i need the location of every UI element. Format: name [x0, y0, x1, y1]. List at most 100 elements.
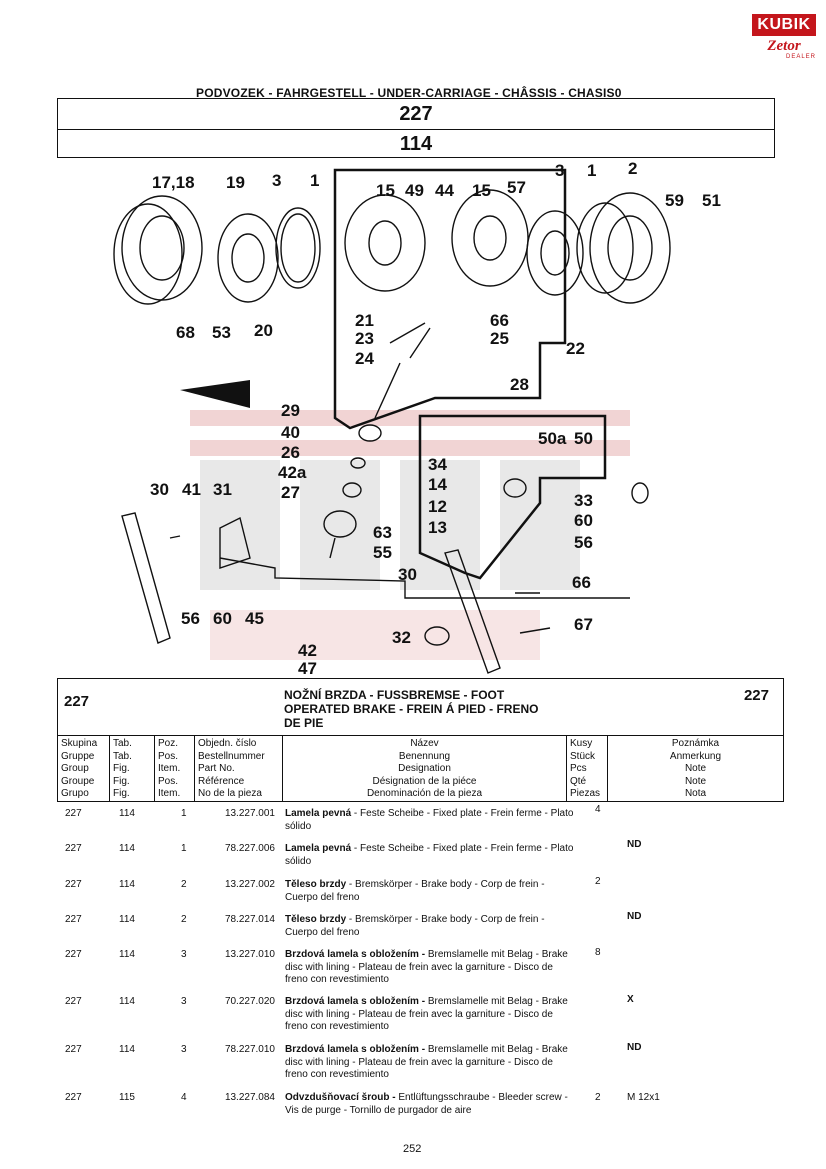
- svg-text:57: 57: [507, 178, 526, 197]
- svg-text:41: 41: [182, 480, 201, 499]
- svg-text:47: 47: [298, 659, 317, 678]
- svg-text:15: 15: [376, 181, 395, 200]
- brand-kubik: KUBIK: [752, 14, 816, 36]
- svg-text:53: 53: [212, 323, 231, 342]
- row-tab: 114: [119, 879, 135, 890]
- col-kusy-3: Qté: [570, 775, 587, 787]
- svg-text:56: 56: [574, 533, 593, 552]
- row-tab: 114: [119, 949, 135, 960]
- header-group-right: 227: [743, 687, 769, 704]
- col-kusy: Kusy Stück Pcs Qté Piezas: [567, 736, 608, 802]
- row-tab: 114: [119, 996, 135, 1007]
- svg-text:25: 25: [490, 329, 509, 348]
- header-group-left: 227: [64, 693, 90, 710]
- figure-number: 114: [399, 133, 433, 155]
- header-title-line1: NOŽNÍ BRZDA - FUSSBREMSE - FOOT: [284, 688, 505, 702]
- row-ref: 13.227.002: [224, 879, 275, 890]
- svg-text:67: 67: [574, 615, 593, 634]
- col-tab-4: Fig.: [113, 788, 130, 799]
- col-tab: Tab. Tab. Fig. Fig. Fig.: [110, 736, 155, 802]
- col-skupina-2: Group: [61, 763, 89, 774]
- col-poz: Poz. Pos. Item. Pos. Item.: [155, 736, 195, 802]
- row-desc: Těleso brzdy - Bremskörper - Brake body …: [285, 879, 575, 904]
- svg-text:22: 22: [566, 339, 585, 358]
- svg-text:1: 1: [310, 171, 319, 190]
- row-desc: Brzdová lamela s obložením - Bremslamell…: [285, 949, 575, 987]
- svg-text:21: 21: [355, 311, 374, 330]
- row-group: 227: [65, 996, 82, 1007]
- row-note: ND: [627, 839, 642, 850]
- col-nazev-0: Název: [410, 738, 439, 749]
- col-nazev-2: Designation: [398, 763, 451, 774]
- svg-text:66: 66: [572, 573, 591, 592]
- svg-text:51: 51: [702, 191, 721, 210]
- group-box: 227 114: [57, 98, 775, 158]
- row-pcs: 8: [595, 947, 601, 958]
- col-ref-2: Part No.: [198, 763, 235, 774]
- svg-text:24: 24: [355, 349, 374, 368]
- row-desc-rest: - Feste Scheibe - Fixed plate - Frein fe…: [285, 808, 574, 832]
- svg-text:59: 59: [665, 191, 684, 210]
- row-group: 227: [65, 914, 82, 925]
- row-note: ND: [627, 1042, 642, 1053]
- row-desc: Lamela pevná - Feste Scheibe - Fixed pla…: [285, 808, 575, 833]
- svg-text:30: 30: [150, 480, 169, 499]
- col-tab-1: Tab.: [113, 750, 132, 762]
- svg-text:26: 26: [281, 443, 300, 462]
- svg-text:23: 23: [355, 329, 374, 348]
- row-desc-bold: Lamela pevná: [285, 843, 352, 854]
- svg-text:42: 42: [298, 641, 317, 660]
- col-note: Poznámka Anmerkung Note Note Nota: [608, 736, 783, 802]
- col-skupina-3: Groupe: [61, 775, 95, 787]
- col-tab-0: Tab.: [113, 738, 132, 749]
- row-desc: Lamela pevná - Feste Scheibe - Fixed pla…: [285, 843, 575, 868]
- row-desc: Brzdová lamela s obložením - Bremslamell…: [285, 1044, 575, 1082]
- row-poz: 3: [181, 949, 187, 960]
- row-desc-bold: Brzdová lamela s obložením -: [285, 949, 426, 960]
- row-desc-rest: - Bremskörper - Brake body - Corp de fre…: [285, 879, 545, 903]
- row-desc-rest: Entlüftungsschraube - Bleeder screw - Vi…: [285, 1092, 568, 1116]
- svg-text:68: 68: [176, 323, 195, 342]
- col-ref-4: No de la pieza: [198, 788, 262, 799]
- col-poz-2: Item.: [158, 763, 181, 774]
- row-ref: 78.227.006: [224, 843, 275, 854]
- svg-text:14: 14: [428, 475, 447, 494]
- svg-text:3: 3: [555, 161, 564, 180]
- col-tab-2: Fig.: [113, 763, 130, 774]
- svg-text:13: 13: [428, 518, 447, 537]
- svg-text:3: 3: [272, 171, 281, 190]
- row-desc-bold: Brzdová lamela s obložením -: [285, 1044, 426, 1055]
- row-ref: 13.227.010: [224, 949, 275, 960]
- col-nazev-4: Denominación de la pieza: [366, 788, 483, 799]
- watermark: [190, 410, 630, 660]
- row-note: ND: [627, 911, 642, 922]
- col-poz-0: Poz.: [158, 738, 179, 749]
- svg-text:42a: 42a: [278, 463, 307, 482]
- svg-text:28: 28: [510, 375, 529, 394]
- col-skupina-1: Gruppe: [61, 750, 95, 762]
- col-nazev-1: Benennung: [398, 750, 451, 762]
- row-note: M 12x1: [627, 1092, 660, 1103]
- svg-text:63: 63: [373, 523, 392, 542]
- col-note-0: Poznámka: [671, 738, 720, 749]
- row-ref: 78.227.010: [224, 1044, 275, 1055]
- svg-text:50: 50: [574, 429, 593, 448]
- svg-text:55: 55: [373, 543, 392, 562]
- svg-text:60: 60: [213, 609, 232, 628]
- row-desc-bold: Těleso brzdy: [285, 914, 347, 925]
- svg-text:34: 34: [428, 455, 447, 474]
- col-skupina: Skupina Gruppe Group Groupe Grupo: [58, 736, 110, 802]
- row-desc-rest: - Feste Scheibe - Fixed plate - Frein fe…: [285, 843, 574, 867]
- svg-text:60: 60: [574, 511, 593, 530]
- group-number: 227: [58, 99, 774, 130]
- row-poz: 3: [181, 1044, 187, 1055]
- svg-text:56: 56: [181, 609, 200, 628]
- col-nazev-3: Désignation de la piéce: [372, 775, 477, 787]
- svg-text:2: 2: [628, 159, 637, 178]
- parts-list-header: 227 227 NOŽNÍ BRZDA - FUSSBREMSE - FOOT …: [57, 678, 784, 802]
- row-desc-rest: Bremslamelle mit Belag - Brake disc with…: [285, 949, 568, 985]
- row-group: 227: [65, 879, 82, 890]
- col-kusy-4: Piezas: [570, 788, 601, 799]
- col-note-1: Anmerkung: [669, 750, 722, 762]
- header-title-line2: OPERATED BRAKE - FREIN Á PIED - FRENO: [284, 702, 539, 716]
